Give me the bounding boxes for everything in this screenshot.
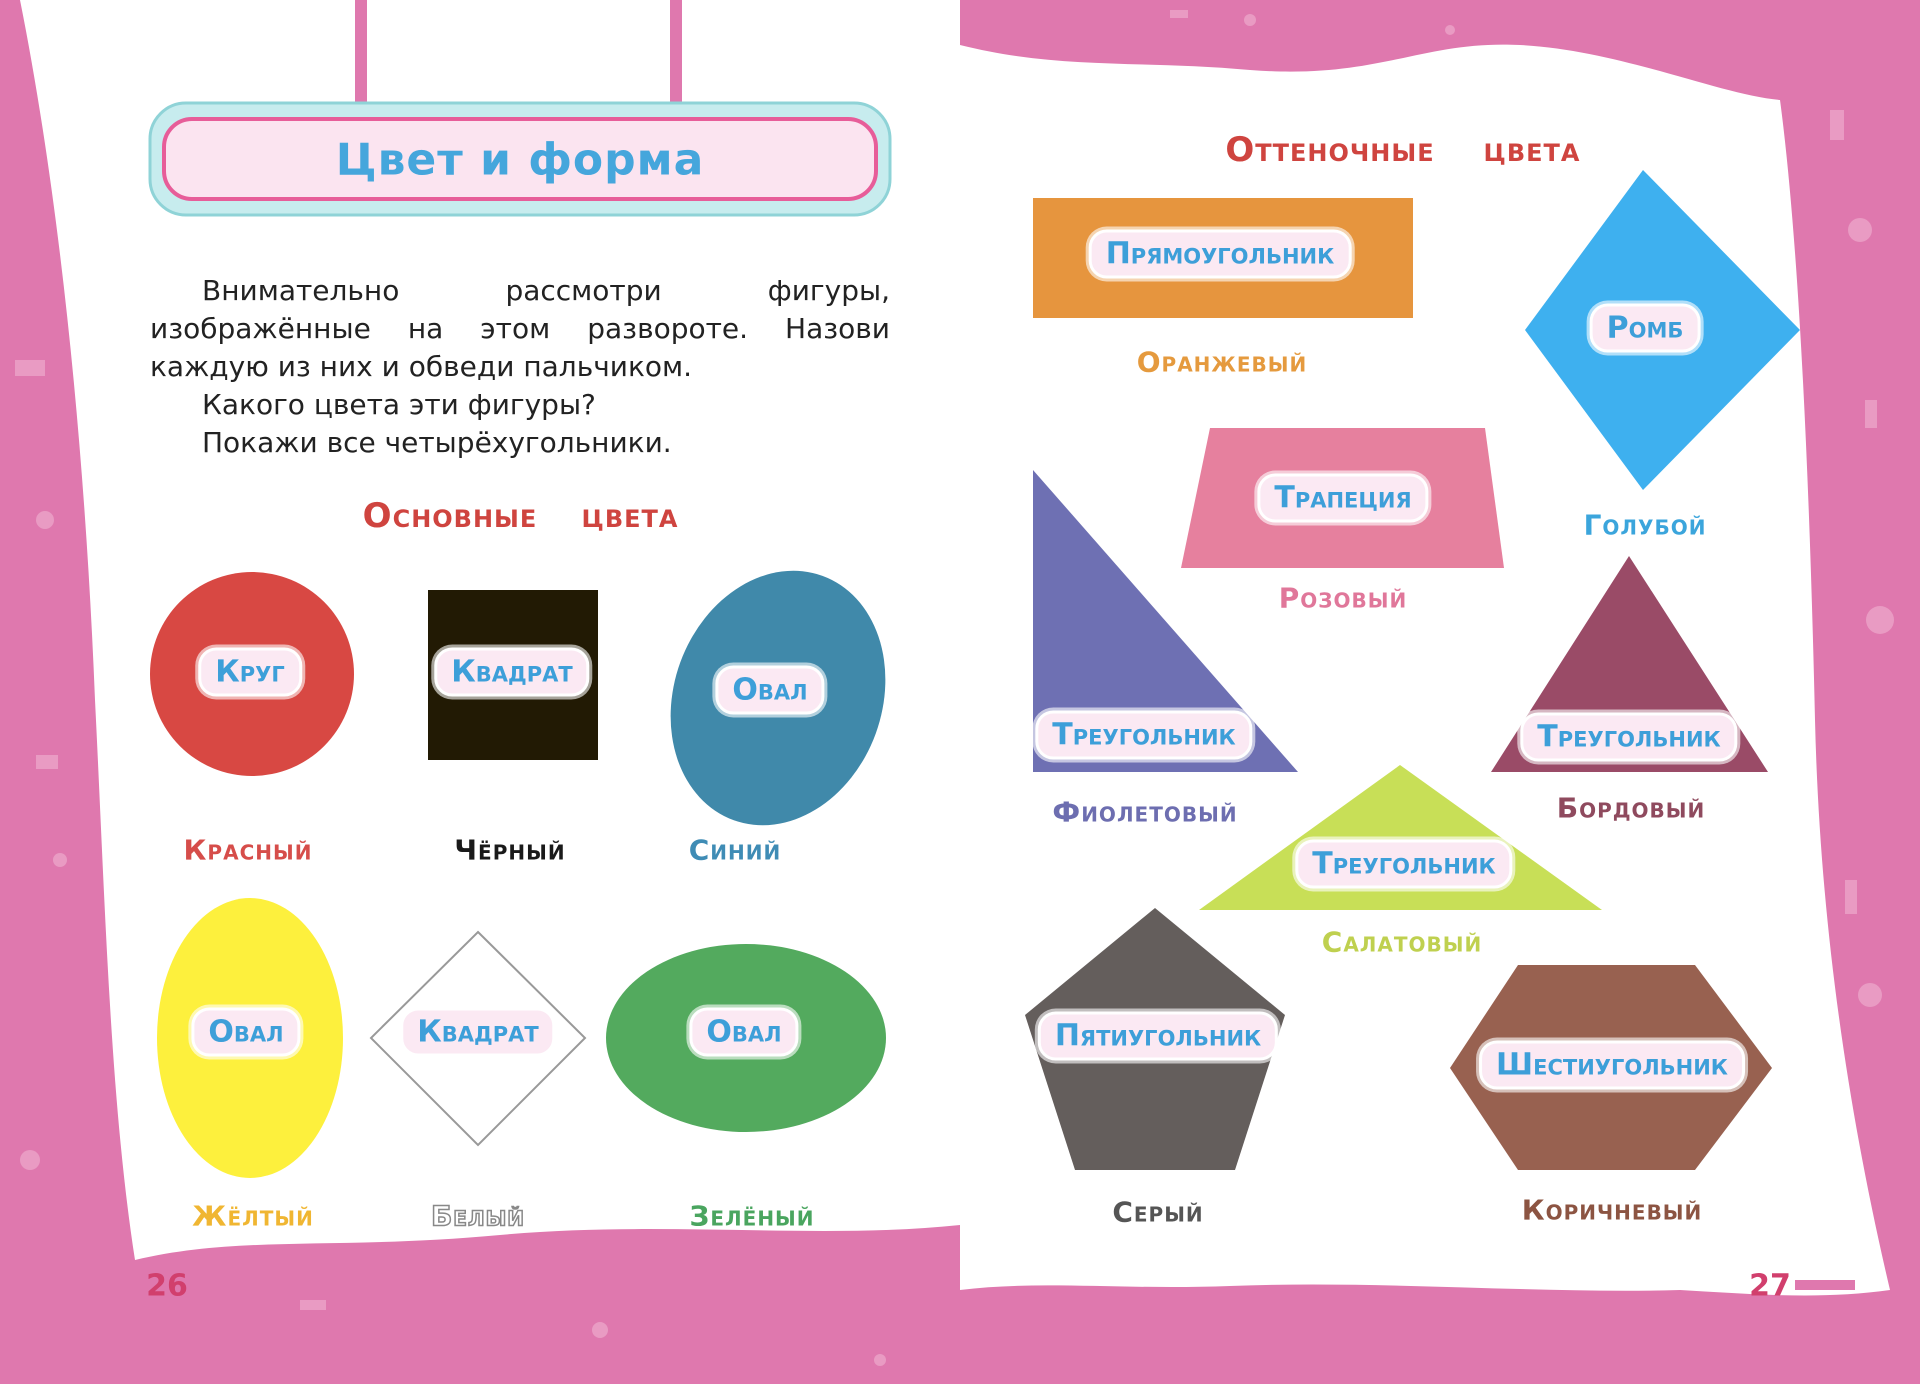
left-color-name-5: Зелёный xyxy=(689,1199,815,1233)
title-frame xyxy=(148,101,892,217)
heading-shade-colors: цвета xyxy=(1483,130,1581,170)
left-color-name-4: Белый xyxy=(430,1199,526,1234)
left-shape-name-1: Квадрат xyxy=(434,647,590,697)
intro-question-quadrilaterals: Покажи все четырёхугольники. xyxy=(202,426,672,459)
right-shape-name-4: Треугольник xyxy=(1520,712,1738,762)
right-shape-name-7: Шестиугольник xyxy=(1479,1040,1745,1090)
heading-basic: Основные xyxy=(362,496,538,536)
left-color-name-2: Синий xyxy=(688,833,782,867)
right-shape-name-0: Прямоугольник xyxy=(1088,229,1352,279)
page-number-right: 27 xyxy=(1749,1268,1791,1304)
left-color-name-3: Жёлтый xyxy=(192,1199,314,1233)
intro-question-colors: Какого цвета эти фигуры? xyxy=(202,388,596,421)
page-number-left: 26 xyxy=(146,1268,188,1304)
right-shape-3 xyxy=(1033,470,1298,772)
left-shape-name-4: Квадрат xyxy=(400,1007,556,1057)
confetti-decoration xyxy=(15,10,1894,1366)
right-shape-name-1: Ромб xyxy=(1589,303,1701,353)
right-shape-name-2: Трапеция xyxy=(1257,473,1429,523)
heading-basic-colors: цвета xyxy=(581,496,679,536)
page-title: Цвет и форма xyxy=(335,134,705,186)
ribbon-left xyxy=(355,0,367,115)
left-shape-name-0: Круг xyxy=(198,647,302,697)
right-color-name-0: Оранжевый xyxy=(1136,345,1308,379)
right-color-name-7: Коричневый xyxy=(1521,1193,1703,1227)
right-color-name-3: Фиолетовый xyxy=(1052,795,1238,829)
left-shape-name-2: Овал xyxy=(715,665,825,715)
ribbon-right xyxy=(670,0,682,115)
left-shape-name-3: Овал xyxy=(191,1007,301,1057)
intro-paragraph: Внимательно рассмотри фигуры, изображённ… xyxy=(150,274,890,383)
right-color-name-1: Голубой xyxy=(1583,508,1707,542)
intro-text: Внимательно рассмотри фигуры, изображённ… xyxy=(150,272,890,462)
right-shape-name-3: Треугольник xyxy=(1035,710,1253,760)
ribbon-bottom-right xyxy=(1795,1280,1855,1290)
left-shape-name-5: Овал xyxy=(689,1007,799,1057)
right-color-name-5: Салатовый xyxy=(1321,925,1483,959)
heading-shade: Оттеночные xyxy=(1225,130,1435,170)
left-color-name-1: Чёрный xyxy=(454,833,566,867)
right-color-name-2: Розовый xyxy=(1278,581,1408,615)
right-color-name-4: Бордовый xyxy=(1556,791,1706,825)
left-color-name-0: Красный xyxy=(183,833,313,867)
right-color-name-6: Серый xyxy=(1112,1195,1204,1229)
right-shape-name-5: Треугольник xyxy=(1295,839,1513,889)
right-shape-name-6: Пятиугольник xyxy=(1037,1011,1279,1061)
